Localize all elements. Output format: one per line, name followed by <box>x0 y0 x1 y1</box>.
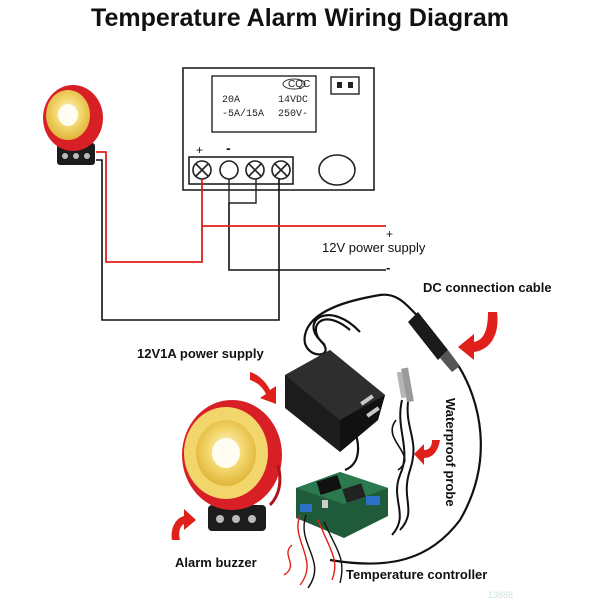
svg-text:CQC: CQC <box>288 79 310 90</box>
terminal-screw-1 <box>192 160 212 180</box>
supply-minus-mark: - <box>386 260 390 275</box>
probe-label: Waterproof probe <box>443 398 458 507</box>
terminal-minus-mark: - <box>226 140 231 156</box>
adapter-label: 12V1A power supply <box>137 346 264 361</box>
jumper-wire <box>228 179 257 204</box>
positive-wires <box>96 151 386 263</box>
terminal-screw-4 <box>271 160 291 180</box>
supply-plus-mark: + <box>386 227 393 241</box>
supply-label: 12V power supply <box>322 240 426 255</box>
terminal-screw-3 <box>245 160 265 180</box>
controller-label: Temperature controller <box>346 567 487 582</box>
buzzer-label: Alarm buzzer <box>175 555 257 570</box>
relay-line1-right: 14VDC <box>278 95 308 106</box>
diagram-title: Temperature Alarm Wiring Diagram <box>91 4 509 32</box>
dc-cable-label: DC connection cable <box>423 280 552 295</box>
cqc-mark <box>282 78 306 90</box>
watermark: 13888 <box>488 590 513 600</box>
barrel-connector <box>408 312 460 372</box>
board-hole <box>318 154 356 186</box>
temperature-controller-icon <box>296 472 388 538</box>
controller-wires <box>283 514 343 589</box>
red-curved-arrow-icon <box>171 312 498 540</box>
terminal-plus-mark: + <box>196 143 203 157</box>
alarm-buzzer-icon-small <box>43 85 103 165</box>
relay-line1-left: 20A <box>222 95 240 106</box>
power-adapter-icon <box>285 350 385 452</box>
terminal-screw-2 <box>219 160 239 180</box>
relay-module <box>211 75 317 133</box>
relay-line2-right: 250V- <box>278 109 308 120</box>
temperature-probe-icon <box>391 367 415 536</box>
alarm-buzzer-icon <box>182 400 282 531</box>
two-pin-connector <box>330 76 360 95</box>
relay-line2-left: -5A/15A <box>222 108 264 120</box>
